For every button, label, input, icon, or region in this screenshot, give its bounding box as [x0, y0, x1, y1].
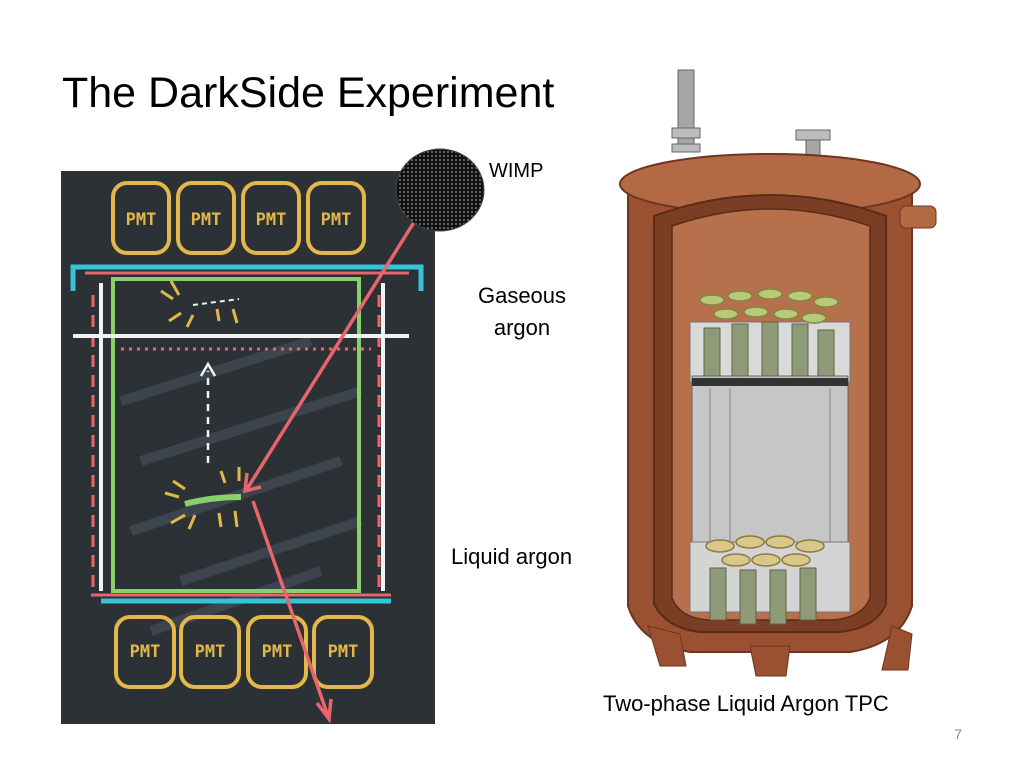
pmt-label: PMT: [130, 642, 161, 662]
bottom-pmt-bodies: [709, 567, 817, 625]
s1-light-flash: [164, 467, 241, 530]
bottom-pmt-array: [705, 535, 825, 567]
wimp-particle-icon: [395, 148, 485, 232]
pmt-label: PMT: [328, 642, 359, 662]
reflector-frame: [70, 264, 424, 604]
s2-line: [192, 298, 240, 306]
top-pmt-bodies: [703, 321, 835, 377]
slide-title: The DarkSide Experiment: [62, 69, 555, 117]
gaseous-argon-label: Gaseous argon: [470, 280, 574, 344]
pmt-label: PMT: [262, 642, 293, 662]
pmt-label: PMT: [191, 210, 222, 230]
wimp-track: [242, 210, 423, 724]
s1-recoil: [184, 494, 242, 507]
slide-number: 7: [954, 726, 962, 742]
gaseous-argon-line-1: Gaseous: [477, 283, 567, 308]
liquid-argon-label: Liquid argon: [451, 544, 573, 569]
support-legs: [647, 625, 913, 677]
gaseous-argon-line-2: argon: [493, 314, 551, 340]
pmt-label: PMT: [256, 210, 287, 230]
tpc-caption: Two-phase Liquid Argon TPC: [603, 691, 889, 716]
pmt-label: PMT: [321, 210, 352, 230]
grid-lines: [73, 283, 409, 591]
chalkboard-sketch: PMT PMT PMT PMT PMT PMT PMT PMT: [61, 171, 435, 724]
pmt-label: PMT: [195, 642, 226, 662]
drift-arrow: [199, 361, 217, 463]
top-pmt-array: [699, 288, 839, 324]
field-cage-lines: [85, 271, 409, 597]
wimp-label: WIMP: [489, 160, 544, 182]
active-volume: [111, 277, 361, 593]
side-lug: [899, 205, 937, 229]
pmt-label: PMT: [126, 210, 157, 230]
cryostat-cutaway-illustration: [619, 69, 937, 677]
top-pmt-row: [111, 181, 366, 255]
s2-light-flash: [160, 280, 239, 328]
